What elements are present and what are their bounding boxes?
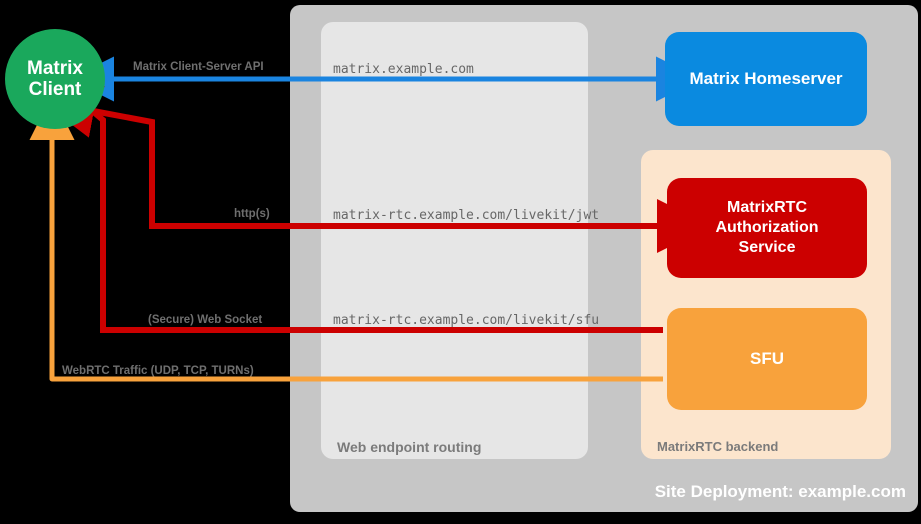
endpoint-label-livekit-sfu: matrix-rtc.example.com/livekit/sfu [333,313,600,328]
protocol-label-websocket: (Secure) Web Socket [148,314,263,326]
node-matrix-client[interactable]: Matrix Client [5,29,105,129]
arrow-webrtc-traffic [29,95,663,382]
authorization-service-label-line1: MatrixRTC [726,199,807,216]
arrow-https-auth [40,84,663,229]
authorization-service-label-line2: Authorization [715,219,819,236]
web-endpoint-routing-label: Web endpoint routing [337,439,482,455]
matrixrtc-backend-label: MatrixRTC backend [657,439,779,454]
matrix-client-label-line2: Client [28,79,82,100]
matrix-homeserver-label: Matrix Homeserver [689,69,843,88]
node-sfu[interactable]: SFU [667,308,867,410]
authorization-service-label-line3: Service [738,239,796,256]
sfu-label: SFU [750,349,784,368]
endpoint-label-livekit-jwt: matrix-rtc.example.com/livekit/jwt [333,208,600,223]
matrix-client-label-line1: Matrix [27,57,83,79]
protocol-label-https: http(s) [234,208,270,220]
protocol-label-webrtc-traffic: WebRTC Traffic (UDP, TCP, TURNs) [62,365,254,377]
endpoint-label-matrix: matrix.example.com [333,62,474,77]
node-matrixrtc-authorization-service[interactable]: MatrixRTC Authorization Service [667,178,867,278]
node-matrix-homeserver[interactable]: Matrix Homeserver [665,32,867,126]
arrow-websocket-sfu [46,71,663,333]
site-deployment-label: Site Deployment: example.com [654,482,906,501]
protocol-label-client-server-api: Matrix Client-Server API [133,61,264,73]
